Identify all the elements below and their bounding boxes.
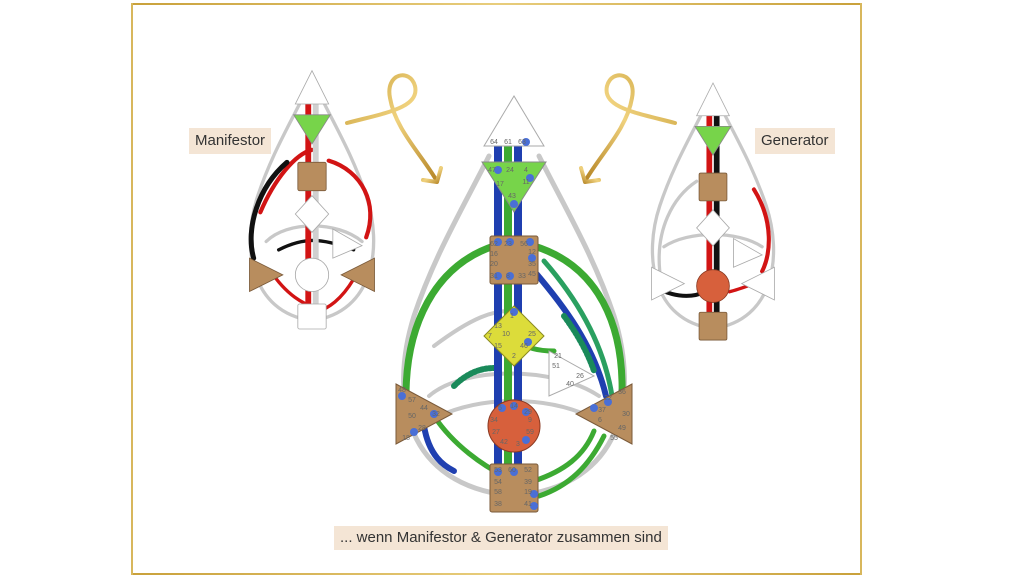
bodygraph-generator <box>650 82 776 341</box>
arrow-right-icon <box>579 73 677 184</box>
frame-right-line <box>860 3 862 575</box>
gate-g-10: 10 <box>502 331 510 338</box>
gate-head-64: 64 <box>490 139 498 146</box>
gate-g-46: 46 <box>520 343 528 350</box>
gate-heart-21: 21 <box>554 353 562 360</box>
gate-root-58: 58 <box>494 489 502 496</box>
gate-head-63: 63 <box>518 139 526 146</box>
gate-heart-51: 51 <box>552 363 560 370</box>
gate-g-2: 2 <box>512 353 516 360</box>
gate-spleen-57: 57 <box>408 397 416 404</box>
bodygraph-manifestor <box>248 69 376 330</box>
label-manifestor: Manifestor <box>189 128 272 154</box>
gate-solar-36: 36 <box>618 389 626 396</box>
gate-root-54: 54 <box>494 479 502 486</box>
gate-ajna-4: 4 <box>524 167 528 174</box>
gate-sacral-14: 14 <box>510 403 518 410</box>
gate-ajna-47: 47 <box>488 167 496 174</box>
gate-throat-35: 35 <box>528 261 536 268</box>
gate-throat-33: 33 <box>518 273 526 280</box>
frame-top-line <box>131 3 862 5</box>
caption: ... wenn Manifestor & Generator zusammen… <box>334 526 668 550</box>
gate-sacral-59: 59 <box>526 429 534 436</box>
arrow-left-icon <box>345 73 443 184</box>
gate-heart-40: 40 <box>566 381 574 388</box>
gate-sacral-27: 27 <box>492 429 500 436</box>
label-generator: Generator <box>755 128 835 154</box>
gate-root-52: 52 <box>524 467 532 474</box>
gate-root-39: 39 <box>524 479 532 486</box>
gate-head-61: 61 <box>504 139 512 146</box>
gate-spleen-48: 48 <box>398 387 406 394</box>
gate-throat-12: 12 <box>528 249 536 256</box>
gate-solar-6: 6 <box>598 417 602 424</box>
gate-throat-56: 56 <box>520 241 528 248</box>
gate-ajna-11: 11 <box>522 179 529 186</box>
gate-throat-45: 45 <box>528 271 536 278</box>
gate-throat-23: 23 <box>504 241 512 248</box>
gate-sacral-5: 5 <box>498 405 502 412</box>
gate-throat-16: 16 <box>490 251 498 258</box>
gate-g-15: 15 <box>494 343 502 350</box>
gate-sacral-3: 3 <box>516 441 520 448</box>
gate-spleen-18: 18 <box>402 435 410 442</box>
frame-bottom-line <box>131 573 862 575</box>
gate-root-41: 41 <box>524 501 532 508</box>
gold-frame <box>131 3 862 575</box>
gate-solar-30: 30 <box>622 411 630 418</box>
gate-sacral-34: 34 <box>490 417 498 424</box>
gate-root-53: 53 <box>494 467 502 474</box>
gate-solar-37: 37 <box>598 407 606 414</box>
frame-left-line <box>131 3 133 575</box>
gate-spleen-44: 44 <box>420 405 428 412</box>
gate-heart-26: 26 <box>576 373 584 380</box>
gate-throat-20: 20 <box>490 261 498 268</box>
gate-throat-62: 62 <box>490 241 498 248</box>
gate-spleen-32: 32 <box>432 411 440 418</box>
gate-sacral-9: 9 <box>528 417 532 424</box>
gate-spleen-50: 50 <box>408 413 416 420</box>
gate-throat-31: 31 <box>490 273 498 280</box>
gate-solar-49: 49 <box>618 425 626 432</box>
gate-solar-55: 55 <box>610 435 618 442</box>
gate-root-38: 38 <box>494 501 502 508</box>
gate-g-25: 25 <box>528 331 536 338</box>
gate-root-19: 19 <box>524 489 532 496</box>
gate-ajna-43: 43 <box>508 193 516 200</box>
gate-spleen-28: 28 <box>418 425 426 432</box>
gate-g-13: 13 <box>494 323 502 330</box>
gate-g-1: 1 <box>510 313 514 320</box>
gate-ajna-17: 17 <box>496 181 504 188</box>
gate-g-7: 7 <box>488 333 492 340</box>
gate-sacral-42: 42 <box>500 439 508 446</box>
gate-solar-22: 22 <box>604 395 612 402</box>
gate-sacral-29: 29 <box>524 409 532 416</box>
gate-throat-8: 8 <box>506 273 510 280</box>
gate-ajna-24: 24 <box>506 167 514 174</box>
gate-root-60: 60 <box>508 467 516 474</box>
